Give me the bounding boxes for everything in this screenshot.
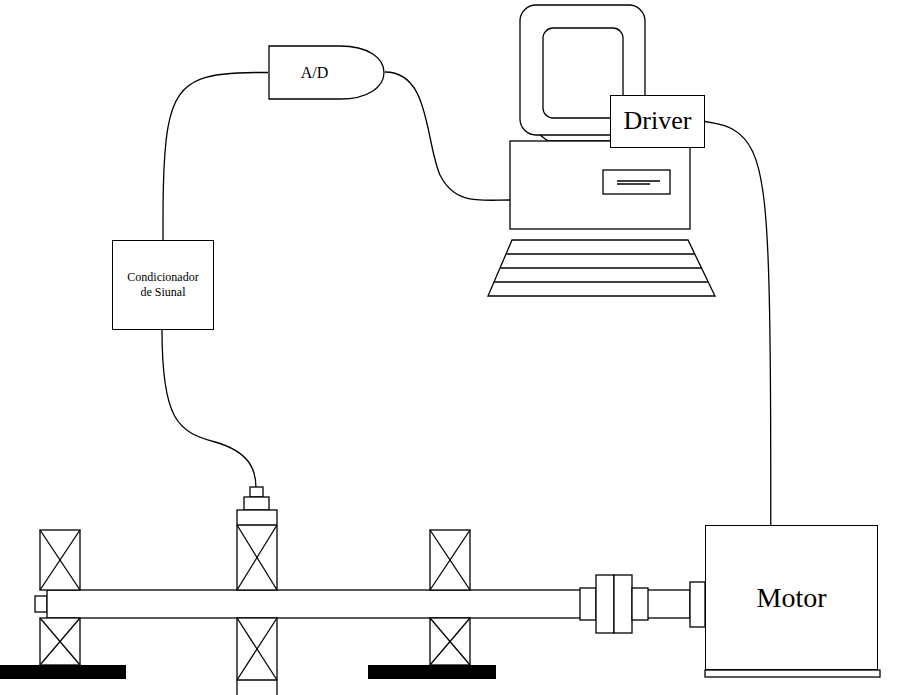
bearing (430, 530, 470, 665)
sensor-disc (237, 487, 277, 695)
computer-icon (488, 5, 715, 296)
ground-support (368, 665, 496, 679)
motor-box: Motor (705, 525, 878, 670)
driver-box: Driver (610, 95, 705, 148)
node-label: Motor (757, 580, 827, 615)
node-label: A/D (301, 63, 329, 83)
node-label: Condicionador de Siunal (123, 270, 203, 300)
bearing (40, 530, 80, 665)
computer-cable (385, 72, 510, 200)
node-label: Driver (624, 105, 692, 138)
signal-wire (705, 122, 771, 526)
shaft (35, 596, 47, 612)
motor-base (705, 670, 880, 677)
converter-box: A/D (268, 45, 385, 100)
coupling (580, 575, 705, 633)
sensor-cable (162, 330, 256, 488)
signal-conditioner-box: Condicionador de Siunal (112, 240, 214, 330)
signal-wire (163, 73, 268, 241)
ground-support (0, 665, 126, 679)
